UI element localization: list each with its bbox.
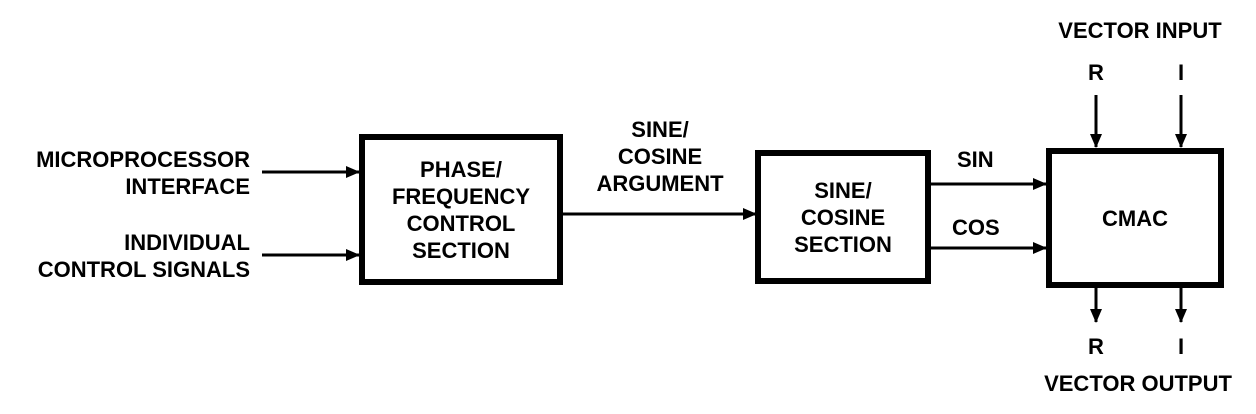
phase-frequency-control-block: PHASE/ FREQUENCY CONTROL SECTION — [359, 134, 563, 285]
vector-output-r-label: R — [1088, 334, 1104, 359]
cmac-block: CMAC — [1046, 148, 1224, 288]
sine-cosine-section-block: SINE/ COSINE SECTION — [755, 150, 931, 284]
vector-output-i-label: I — [1177, 334, 1185, 359]
vector-input-title: VECTOR INPUT — [1058, 18, 1222, 43]
sine-cosine-section-label: SINE/ COSINE SECTION — [794, 177, 892, 257]
individual-control-signals-label: INDIVIDUAL CONTROL SIGNALS — [37, 230, 250, 282]
vector-input-i-label: I — [1177, 60, 1185, 85]
vector-output-title: VECTOR OUTPUT — [1044, 371, 1232, 396]
vector-input-r-label: R — [1088, 60, 1104, 85]
sine-cosine-argument-label: SINE/ COSINE ARGUMENT — [596, 117, 724, 196]
phase-frequency-control-label: PHASE/ FREQUENCY CONTROL SECTION — [391, 156, 531, 263]
cmac-label: CMAC — [1102, 205, 1168, 231]
microprocessor-interface-label: MICROPROCESSOR INTERFACE — [36, 147, 250, 199]
sin-label: SIN — [957, 147, 994, 172]
cos-label: COS — [952, 215, 1000, 240]
